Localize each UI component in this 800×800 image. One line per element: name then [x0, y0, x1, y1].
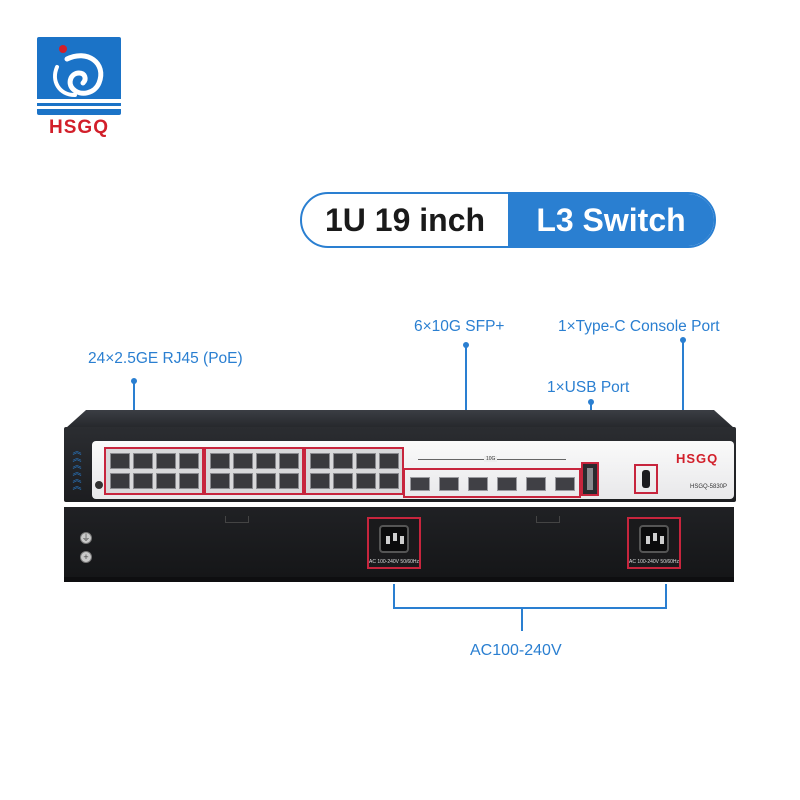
callout-console: 1×Type-C Console Port — [558, 318, 720, 335]
hsgq-logo: HSGQ — [37, 37, 121, 143]
ac-socket-1 — [379, 525, 409, 553]
front-brand: HSGQ — [676, 451, 719, 466]
reset-button — [95, 481, 103, 489]
rj45-block-3 — [304, 447, 404, 495]
usb-tongue — [587, 468, 593, 490]
sfp-port — [497, 477, 517, 491]
switch-top-chassis — [66, 410, 734, 428]
ac-label-1: AC 100-240V 50/60Hz — [369, 559, 420, 565]
rj45-port — [233, 453, 253, 469]
sfp-block — [403, 468, 581, 498]
screw-icon: + — [80, 551, 92, 563]
sfp-port — [439, 477, 459, 491]
type-c-socket — [642, 470, 650, 488]
sfp-port — [410, 477, 430, 491]
rj45-port — [156, 473, 176, 489]
leader-console-vertical — [682, 340, 684, 458]
sfp-port — [526, 477, 546, 491]
rj45-port — [210, 473, 230, 489]
rj45-port — [333, 473, 353, 489]
switch-rear-base — [64, 577, 734, 582]
ac-bracket-bottom — [393, 607, 667, 609]
callout-usb: 1×USB Port — [547, 379, 630, 396]
headline-type: L3 Switch — [508, 194, 714, 246]
sfp-port — [555, 477, 575, 491]
rj45-port — [379, 473, 399, 489]
rj45-port — [310, 473, 330, 489]
sfp-group-label: 10G — [484, 456, 498, 462]
usb-port — [581, 462, 599, 496]
chevron-arrows-icon: ︽︽︽︽︽︽ — [72, 446, 82, 491]
rear-tab-right — [536, 516, 560, 523]
type-c-console-port — [634, 464, 658, 494]
rj45-port — [156, 453, 176, 469]
rj45-port — [356, 473, 376, 489]
logo-text: HSGQ — [49, 117, 109, 138]
sfp-port — [468, 477, 488, 491]
headline-pill: 1U 19 inch L3 Switch — [300, 192, 716, 248]
rj45-port — [356, 453, 376, 469]
ac-bracket-left — [393, 584, 395, 608]
leader-sfp — [465, 345, 467, 453]
rj45-port — [179, 473, 199, 489]
rj45-port — [256, 453, 276, 469]
logo-swirl-icon — [37, 45, 121, 109]
callout-sfp: 6×10G SFP+ — [414, 318, 505, 335]
rj45-port — [256, 473, 276, 489]
rj45-port — [133, 473, 153, 489]
callout-rj45: 24×2.5GE RJ45 (PoE) — [88, 350, 243, 367]
rj45-block-1 — [104, 447, 204, 495]
headline-size: 1U 19 inch — [324, 202, 486, 238]
rj45-port — [279, 473, 299, 489]
rj45-port — [210, 453, 230, 469]
rear-tab-left — [225, 516, 249, 523]
ac-socket-2 — [639, 525, 669, 553]
rj45-port — [110, 453, 130, 469]
callout-ac: AC100-240V — [470, 642, 562, 659]
ac-inlet-1: AC 100-240V 50/60Hz — [367, 517, 421, 569]
rj45-port — [110, 473, 130, 489]
rj45-port — [333, 453, 353, 469]
rj45-port — [133, 453, 153, 469]
ac-bracket-right — [665, 584, 667, 608]
rj45-port — [179, 453, 199, 469]
rj45-port — [279, 453, 299, 469]
ac-inlet-2: AC 100-240V 50/60Hz — [627, 517, 681, 569]
rj45-port — [310, 453, 330, 469]
logo-mark — [37, 37, 121, 115]
ac-bracket-stem — [521, 607, 523, 631]
model-number: HSGQ-5830P — [690, 484, 728, 490]
rj45-port — [379, 453, 399, 469]
rj45-port — [233, 473, 253, 489]
ac-label-2: AC 100-240V 50/60Hz — [629, 559, 680, 565]
ground-screw-icon: ⏚ — [80, 532, 92, 544]
rj45-block-2 — [204, 447, 304, 495]
